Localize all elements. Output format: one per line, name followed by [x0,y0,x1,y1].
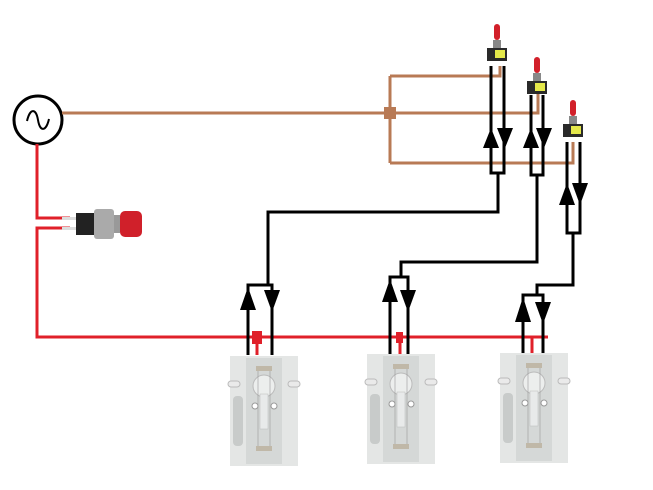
brown-wires [62,66,575,165]
point-motor-icon [364,353,438,465]
down-arrow-icon [536,128,552,148]
toggle-switch-icon [487,24,507,61]
up-arrow-icon [382,279,398,302]
up-arrow-icon [240,287,256,310]
point-motor-icon [227,355,301,467]
down-arrow-icon [264,290,280,312]
ac-source-icon [12,94,64,146]
down-arrow-icon [400,290,416,312]
down-arrow-icon [497,128,513,148]
toggle-switch-icon [527,57,547,94]
point-motor-icon [497,352,571,464]
down-arrow-icon [572,183,588,205]
push-button-icon [62,209,142,239]
direction-arrows [240,128,588,324]
up-arrow-icon [559,183,575,205]
red-connector [396,332,403,343]
up-arrow-icon [523,128,539,148]
black-wires [246,66,582,355]
up-arrow-icon [515,297,531,322]
toggle-switch-icon [563,100,583,137]
up-arrow-icon [483,128,499,148]
down-arrow-icon [535,302,551,324]
red-wires [35,144,548,355]
wire-junction [384,107,396,119]
red-connector [252,331,262,344]
